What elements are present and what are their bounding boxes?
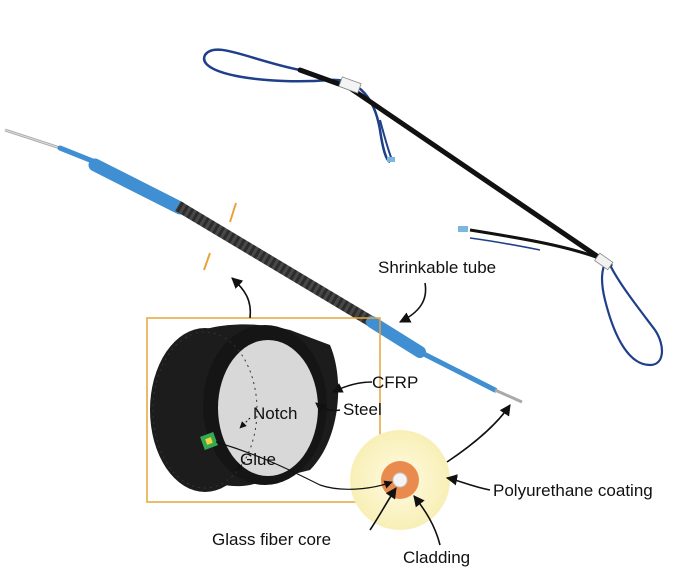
cable-joint-top (338, 76, 362, 94)
tube-right-thick (366, 316, 426, 358)
glass-fiber-core-circle (392, 472, 408, 488)
label-cfrp: CFRP (372, 373, 419, 392)
fiber-connector-1 (387, 157, 395, 162)
fiber-to-rod-arrow (446, 404, 511, 463)
fiber-connector-2 (458, 226, 468, 232)
cut-marker-upper (229, 202, 237, 223)
cross-section-disc (150, 324, 339, 492)
label-glue: Glue (240, 450, 276, 469)
polyurethane-pointer (445, 474, 491, 491)
main-cable (297, 67, 613, 268)
label-polyurethane-coating: Polyurethane coating (493, 481, 653, 500)
fiber-loop-left (202, 48, 391, 164)
fiber-cable-assembly (202, 48, 663, 367)
cable-joint-bottom (594, 252, 614, 271)
steel-pointer (315, 402, 341, 414)
shrinkable-tube-pointer (398, 282, 427, 323)
cfrp-pointer (332, 381, 373, 393)
tube-left-thick (88, 158, 187, 215)
cut-marker-lower (203, 252, 211, 271)
label-cladding: Cladding (403, 548, 471, 567)
ribbed-rod (175, 201, 375, 327)
inset-to-rod-arrow (231, 277, 252, 319)
tube-right-thin (417, 349, 498, 393)
rod-tip-right (494, 388, 523, 404)
steel-face (218, 340, 318, 476)
label-glass-fiber-core: Glass fiber core (212, 530, 332, 549)
inset-box (146, 317, 381, 503)
glass-fiber-core-pointer (369, 487, 397, 531)
fiber-loop-right (600, 261, 663, 367)
label-steel: Steel (343, 400, 382, 419)
label-notch: Notch (253, 404, 298, 423)
label-shrinkable-tube: Shrinkable tube (378, 258, 497, 277)
glue-to-core-line (215, 441, 393, 490)
cladding-pointer (413, 495, 441, 546)
tube-left-thin (57, 145, 98, 165)
fiber-cross-section (350, 430, 450, 530)
